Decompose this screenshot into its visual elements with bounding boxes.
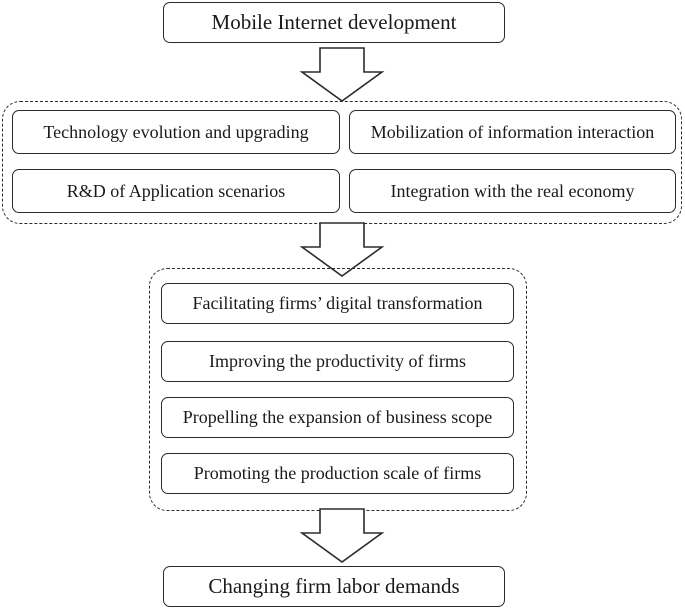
node-label: Mobilization of information interaction [370, 121, 655, 142]
node-label: Facilitating firms’ digital transformati… [192, 293, 483, 313]
down-arrow-1 [299, 47, 385, 102]
node-label: Improving the productivity of firms [209, 351, 466, 371]
node-digital-transformation: Facilitating firms’ digital transformati… [161, 283, 514, 324]
node-label: R&D of Application scenarios [66, 180, 286, 201]
node-label: Technology evolution and upgrading [43, 121, 309, 142]
node-technology-evolution: Technology evolution and upgrading [12, 110, 340, 154]
node-integration-real-economy: Integration with the real economy [349, 169, 676, 213]
node-label: Promoting the production scale of firms [193, 463, 482, 483]
down-arrow-2 [299, 222, 385, 277]
node-changing-labor-demands: Changing firm labor demands [163, 566, 505, 607]
node-label: Integration with the real economy [390, 180, 635, 201]
node-rd-application-scenarios: R&D of Application scenarios [12, 169, 340, 213]
node-productivity: Improving the productivity of firms [161, 341, 514, 382]
node-mobile-internet-development: Mobile Internet development [163, 2, 505, 43]
node-label: Propelling the expansion of business sco… [182, 407, 493, 427]
node-production-scale: Promoting the production scale of firms [161, 453, 514, 494]
down-arrow-3 [299, 508, 385, 563]
node-business-scope: Propelling the expansion of business sco… [161, 397, 514, 438]
node-label: Changing firm labor demands [208, 574, 460, 598]
node-mobilization-information: Mobilization of information interaction [349, 110, 676, 154]
node-label: Mobile Internet development [211, 10, 457, 34]
